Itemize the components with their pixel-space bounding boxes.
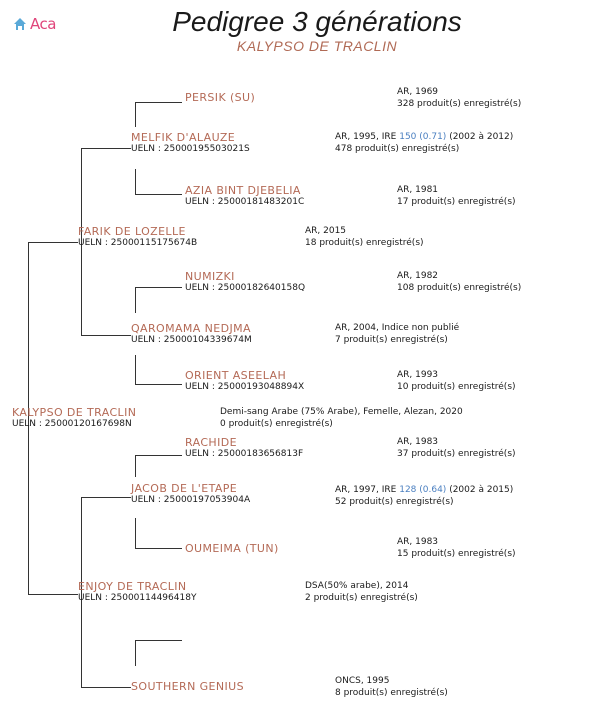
horse-name[interactable]: RACHIDE	[185, 436, 237, 449]
horse-sire: FARIK DE LOZELLE UELN : 25000115175674B	[78, 225, 197, 248]
horse-name[interactable]: JACOB DE L'ETAPE	[131, 482, 238, 495]
page-title: Pedigree 3 générations	[172, 6, 462, 37]
horse-info: AR, 2015 18 produit(s) enregistré(s)	[305, 226, 424, 248]
horse-sdd: ORIENT ASEELAH UELN : 25000193048894X	[185, 369, 304, 392]
page-subtitle: KALYPSO DE TRACLIN	[236, 38, 398, 54]
horse-info: AR, 1981 17 produit(s) enregistré(s)	[397, 185, 516, 207]
horse-ueln: UELN : 25000195503021S	[131, 144, 250, 154]
horse-info: AR, 1995, IRE 150 (0.71) (2002 à 2012) 4…	[335, 132, 514, 154]
horse-info: Demi-sang Arabe (75% Arabe), Femelle, Al…	[220, 407, 463, 429]
horse-ssd: AZIA BINT DJEBELIA UELN : 25000181483201…	[185, 184, 304, 207]
horse-name[interactable]: NUMIZKI	[185, 270, 235, 283]
horse-ss: MELFIK D'ALAUZE UELN : 25000195503021S	[131, 131, 250, 154]
horse-name[interactable]: FARIK DE LOZELLE	[78, 225, 186, 238]
horse-info: AR, 1983 15 produit(s) enregistré(s)	[397, 537, 516, 559]
horse-info: AR, 1993 10 produit(s) enregistré(s)	[397, 370, 516, 392]
horse-dam: ENJOY DE TRACLIN UELN : 25000114496418Y	[78, 580, 196, 603]
horse-dss: RACHIDE UELN : 25000183656813F	[185, 436, 303, 459]
horse-name[interactable]: OUMEIMA (TUN)	[185, 542, 279, 555]
horse-ueln: UELN : 25000193048894X	[185, 382, 305, 392]
horse-name[interactable]: QAROMAMA NEDJMA	[131, 322, 251, 335]
horse-name[interactable]: MELFIK D'ALAUZE	[131, 131, 236, 144]
horse-name[interactable]: SOUTHERN GENIUS	[131, 680, 244, 693]
horse-ueln: UELN : 25000182640158Q	[185, 283, 306, 293]
horse-info: ONCS, 1995 8 produit(s) enregistré(s)	[335, 676, 448, 698]
horse-info: DSA(50% arabe), 2014 2 produit(s) enregi…	[305, 581, 418, 603]
logo-text: Aca	[30, 15, 56, 33]
horse-name[interactable]: PERSIK (SU)	[185, 91, 256, 104]
horse-name[interactable]: ORIENT ASEELAH	[185, 369, 287, 382]
horse-sd: QAROMAMA NEDJMA UELN : 25000104339674M	[131, 322, 252, 345]
horse-name[interactable]: AZIA BINT DJEBELIA	[185, 184, 301, 197]
horse-ueln: UELN : 25000114496418Y	[78, 593, 197, 603]
horse-dd: SOUTHERN GENIUS	[131, 680, 244, 693]
ire-value: 128 (0.64)	[399, 485, 447, 495]
horse-ueln: UELN : 25000181483201C	[185, 197, 305, 207]
horse-ueln: UELN : 25000183656813F	[185, 449, 304, 459]
horse-name[interactable]: ENJOY DE TRACLIN	[78, 580, 187, 593]
horse-info: AR, 2004, Indice non publié 7 produit(s)…	[335, 323, 460, 345]
horse-ueln: UELN : 25000197053904A	[131, 495, 251, 505]
horse-info: AR, 1997, IRE 128 (0.64) (2002 à 2015) 5…	[335, 485, 514, 507]
ire-value: 150 (0.71)	[399, 132, 447, 142]
horse-ueln: UELN : 25000104339674M	[131, 335, 252, 345]
horse-info: AR, 1982 108 produit(s) enregistré(s)	[397, 271, 522, 293]
horse-dsd: OUMEIMA (TUN)	[185, 542, 279, 555]
horse-ds: JACOB DE L'ETAPE UELN : 25000197053904A	[131, 482, 250, 505]
house-icon	[14, 18, 26, 30]
horse-name[interactable]: KALYPSO DE TRACLIN	[12, 406, 137, 419]
horse-root: KALYPSO DE TRACLIN UELN : 25000120167698…	[12, 406, 136, 429]
horse-sss: PERSIK (SU)	[185, 91, 255, 104]
aca-logo: Aca	[12, 14, 68, 38]
horse-info: AR, 1983 37 produit(s) enregistré(s)	[397, 437, 516, 459]
horse-ueln: UELN : 25000120167698N	[12, 419, 132, 429]
horse-info: AR, 1969 328 produit(s) enregistré(s)	[397, 87, 522, 109]
horse-ueln: UELN : 25000115175674B	[78, 238, 198, 248]
horse-sds: NUMIZKI UELN : 25000182640158Q	[185, 270, 305, 293]
